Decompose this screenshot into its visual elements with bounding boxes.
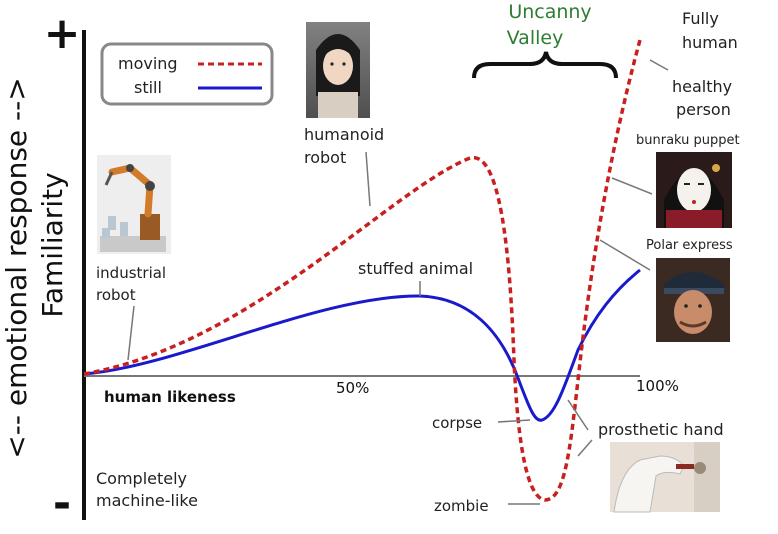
legend-box bbox=[100, 42, 274, 106]
industrial-label-1: industrial bbox=[96, 264, 166, 282]
humanoid-label-2: robot bbox=[304, 148, 346, 167]
minus-sign: - bbox=[53, 478, 71, 529]
plus-sign: + bbox=[44, 8, 81, 59]
person-label: person bbox=[676, 100, 731, 119]
polar-express-label: Polar express bbox=[646, 238, 733, 253]
prosthetic-hand-label: prosthetic hand bbox=[598, 420, 724, 439]
moving-curve bbox=[83, 39, 642, 502]
machine-like-label: machine-like bbox=[96, 491, 198, 510]
completely-label: Completely bbox=[96, 469, 187, 488]
leader-lines bbox=[127, 59, 669, 505]
familiarity-label: Familiarity bbox=[36, 172, 69, 317]
x-axis-title: human likeness bbox=[104, 388, 236, 406]
healthy-label: healthy bbox=[672, 77, 732, 96]
android-photo-icon bbox=[306, 22, 370, 118]
x-tick-100: 100% bbox=[636, 377, 679, 395]
corpse-label: corpse bbox=[432, 414, 482, 432]
valley-label: Valley bbox=[507, 27, 564, 49]
bunraku-label: bunraku puppet bbox=[636, 133, 740, 148]
uncanny-valley-brace bbox=[472, 51, 618, 79]
fully-label: Fully bbox=[682, 9, 719, 28]
still-curve bbox=[83, 268, 641, 422]
stuffed-animal-label: stuffed animal bbox=[358, 259, 473, 278]
legend-still-label: still bbox=[134, 78, 162, 97]
humanoid-label-1: humanoid bbox=[304, 125, 384, 144]
emotional-response-label: <-- emotional response --> bbox=[0, 77, 33, 458]
x-tick-50: 50% bbox=[336, 379, 369, 397]
robot-arm-photo-icon bbox=[97, 155, 171, 254]
puppet-photo-icon bbox=[656, 152, 732, 228]
zombie-label: zombie bbox=[434, 497, 489, 515]
legend-moving-label: moving bbox=[118, 54, 178, 73]
human-label: human bbox=[682, 33, 738, 52]
prosthetic-hand-photo-icon bbox=[610, 442, 720, 513]
uncanny-label: Uncanny bbox=[508, 1, 591, 23]
industrial-label-2: robot bbox=[96, 286, 136, 304]
cgi-conductor-photo-icon bbox=[656, 258, 730, 342]
